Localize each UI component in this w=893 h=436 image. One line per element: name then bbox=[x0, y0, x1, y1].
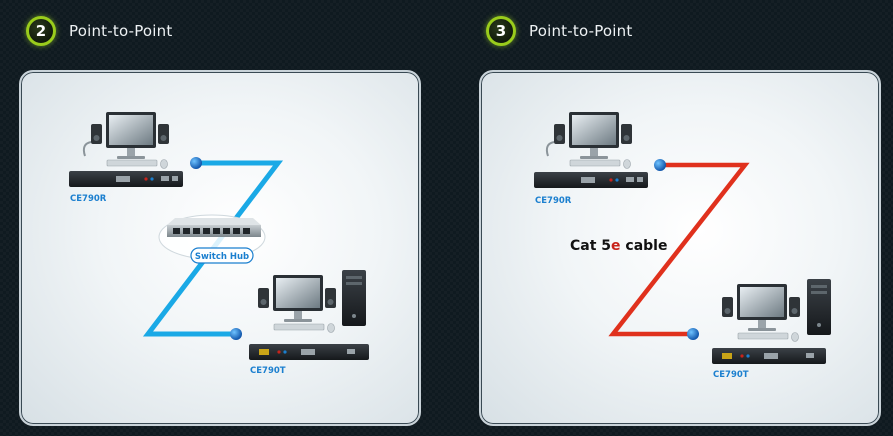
speaker-icon bbox=[91, 124, 102, 144]
cable-connector-dot bbox=[190, 157, 202, 169]
panel-3-header: 3 Point-to-Point bbox=[486, 16, 632, 46]
speaker-icon bbox=[621, 124, 632, 144]
computer-monitor-icon bbox=[273, 275, 323, 322]
kvm-transmitter-unit bbox=[712, 348, 826, 364]
switch-hub-label: Switch Hub bbox=[195, 252, 249, 262]
panel-3-title: Point-to-Point bbox=[529, 22, 633, 40]
keyboard-icon bbox=[106, 159, 158, 167]
transmitter-label: CE790T bbox=[250, 366, 286, 376]
receiver-label: CE790R bbox=[70, 194, 107, 204]
computer-monitor-icon bbox=[737, 284, 787, 331]
kvm-receiver-unit bbox=[69, 171, 183, 187]
pc-tower-icon bbox=[807, 279, 831, 335]
speaker-icon bbox=[258, 288, 269, 308]
step-number-badge: 2 bbox=[26, 16, 56, 46]
network-cable bbox=[608, 162, 750, 337]
diagram-panel-direct-cable: CE790R Cat 5e cable bbox=[479, 70, 881, 426]
cable-connector-dot bbox=[687, 328, 699, 340]
speaker-icon bbox=[722, 297, 733, 317]
transmitter-label: CE790T bbox=[713, 370, 749, 380]
pc-tower-icon bbox=[342, 270, 366, 326]
cable-type-label: Cat 5e cable bbox=[570, 238, 667, 254]
panel-2-header: 2 Point-to-Point bbox=[26, 16, 172, 46]
cable-connector-dot bbox=[654, 159, 666, 171]
diagram-panel-switch-hub: CE790R Switch Hub bbox=[19, 70, 421, 426]
speaker-icon bbox=[158, 124, 169, 144]
keyboard-icon bbox=[737, 332, 789, 340]
kvm-transmitter-unit bbox=[249, 344, 369, 360]
diagram-canvas: CE790R Cat 5e cable bbox=[534, 112, 831, 380]
computer-monitor-icon bbox=[106, 112, 156, 159]
mouse-icon bbox=[791, 332, 799, 342]
receiver-label: CE790R bbox=[535, 196, 572, 206]
step-number-badge: 3 bbox=[486, 16, 516, 46]
kvm-receiver-unit bbox=[534, 172, 648, 188]
diagram-canvas: CE790R Switch Hub bbox=[69, 112, 369, 376]
mouse-icon bbox=[327, 323, 335, 333]
speaker-icon bbox=[789, 297, 800, 317]
keyboard-icon bbox=[569, 159, 621, 167]
panel-2-title: Point-to-Point bbox=[69, 22, 173, 40]
computer-monitor-icon bbox=[569, 112, 619, 159]
speaker-icon bbox=[325, 288, 336, 308]
microphone-icon bbox=[82, 141, 92, 157]
switch-hub-icon bbox=[158, 214, 266, 264]
keyboard-icon bbox=[273, 323, 325, 331]
microphone-icon bbox=[545, 141, 555, 157]
mouse-icon bbox=[160, 159, 168, 169]
mouse-icon bbox=[623, 159, 631, 169]
cable-connector-dot bbox=[230, 328, 242, 340]
speaker-icon bbox=[554, 124, 565, 144]
